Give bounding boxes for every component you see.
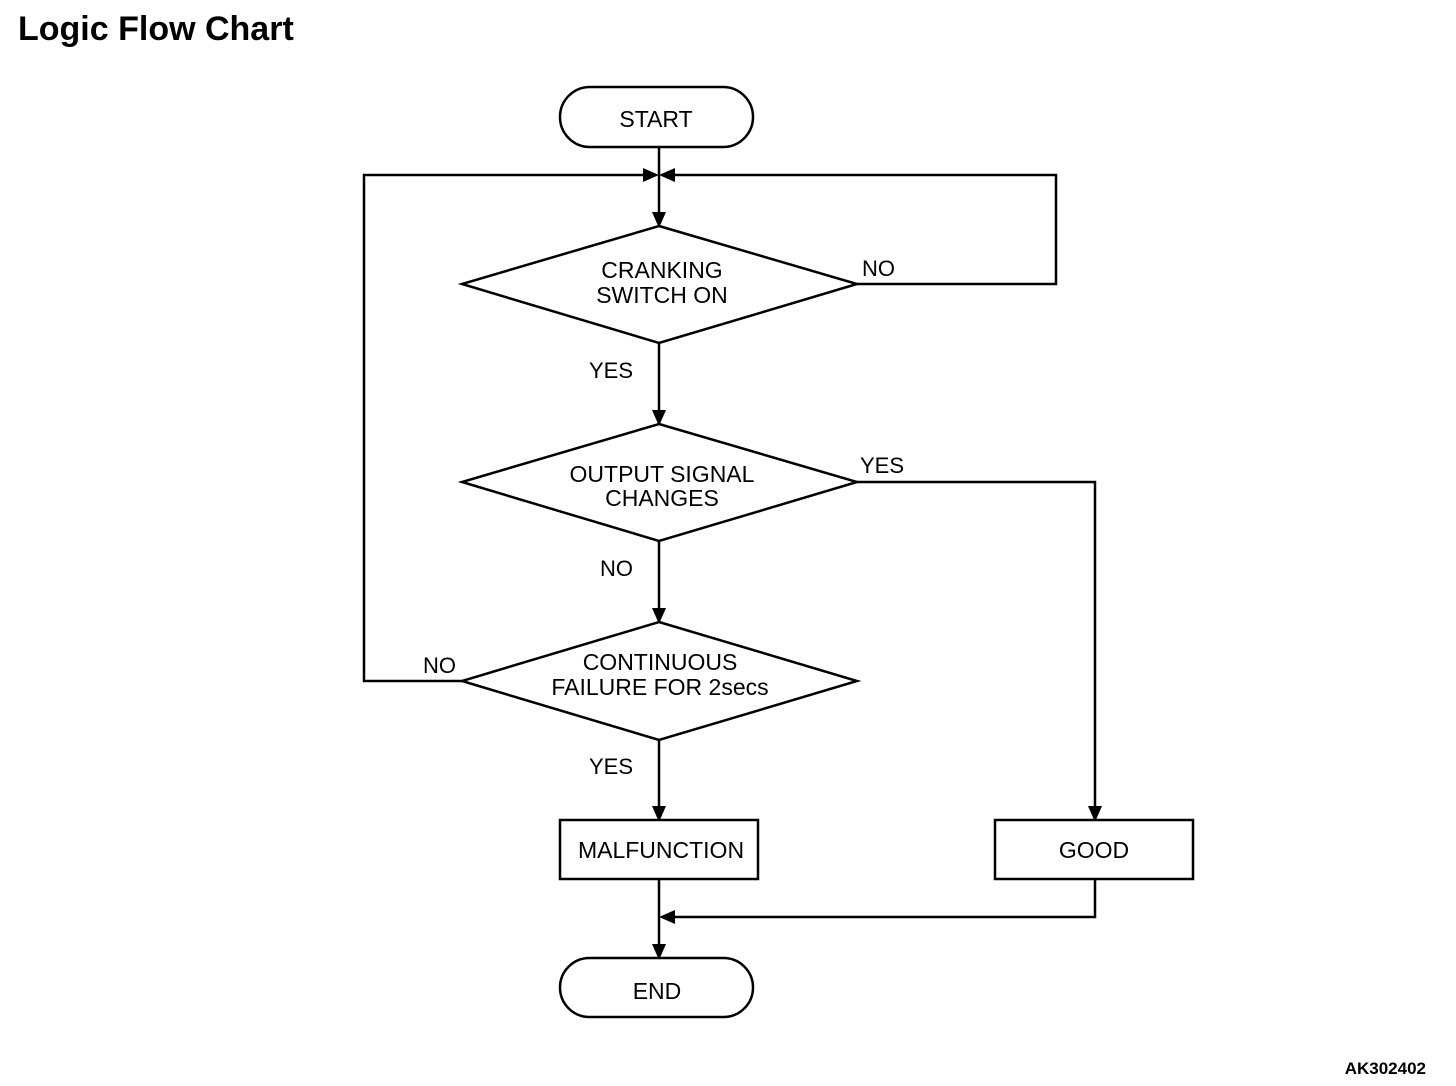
page-title: Logic Flow Chart [18,10,294,48]
node-start: START [558,85,755,149]
edge-label-cranking-yes: YES [589,358,633,383]
arrowhead-to-end [652,944,666,960]
end-label: END [633,978,682,1004]
arrowhead-merge-from-right [659,168,675,182]
cranking-label-line1: CRANKING [601,257,722,283]
edge-cranking-no-loop [670,173,1058,286]
edge-label-continuous-no: NO [423,653,456,678]
end-terminal [558,956,755,1019]
malfunction-label: MALFUNCTION [578,837,744,863]
arrowhead-to-cranking [652,212,666,228]
node-continuous-failure: CONTINUOUS FAILURE FOR 2secs [457,620,862,742]
edge-label-continuous-yes: YES [589,754,633,779]
cranking-label-line2: SWITCH ON [596,282,728,308]
continuous-label-line1: CONTINUOUS [583,649,738,675]
arrowheads [643,168,1102,960]
output-decision-diamond [457,422,862,543]
node-malfunction: MALFUNCTION [558,818,760,881]
edge-label-cranking-no: NO [862,256,895,281]
cranking-decision-diamond [457,224,862,345]
connectors [362,147,1097,948]
start-terminal [558,85,755,149]
output-label-line1: OUTPUT SIGNAL [570,461,755,487]
output-label-line2: CHANGES [605,485,719,511]
edge-label-output-no: NO [600,556,633,581]
good-box [993,818,1195,881]
edge-good-to-end [670,879,1097,919]
arrowhead-to-good [1088,806,1102,822]
node-end: END [558,956,755,1019]
node-good: GOOD [993,818,1195,881]
edge-output-yes [857,480,1097,810]
arrowhead-to-continuous [652,608,666,624]
figure-code: AK302402 [1345,1059,1426,1078]
continuous-decision-diamond [457,620,862,742]
edge-label-output-yes: YES [860,453,904,478]
malfunction-box [558,818,760,881]
good-label: GOOD [1059,837,1129,863]
arrowhead-to-malfunction [652,806,666,822]
start-label: START [619,106,692,132]
arrowhead-merge-from-left [643,168,659,182]
arrowhead-good-join [659,910,675,924]
node-output-signal: OUTPUT SIGNAL CHANGES [457,422,862,543]
continuous-label-line2: FAILURE FOR 2secs [551,674,768,700]
node-cranking-switch: CRANKING SWITCH ON [457,224,862,345]
edge-continuous-no-loop [362,173,648,683]
arrowhead-to-output [652,410,666,426]
